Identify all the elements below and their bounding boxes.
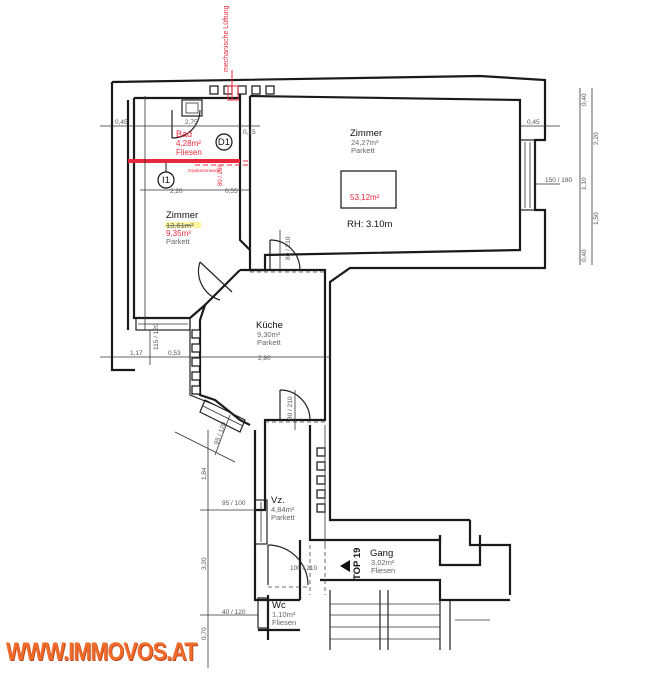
svg-text:0,40: 0,40 [581,93,588,106]
window-zimmer-main [519,139,536,211]
svg-text:0,45: 0,45 [115,119,128,126]
ventilation-annotation: mechanische Lüftung [223,5,239,101]
window-wc [257,597,269,629]
svg-text:Fliesen: Fliesen [272,618,296,627]
staircase [329,590,490,650]
marker-i1: I1 [157,163,175,189]
svg-text:1,84: 1,84 [201,467,208,480]
svg-text:Parkett: Parkett [257,338,282,347]
door-zimmer-main [269,239,301,271]
svg-text:4,84m²: 4,84m² [271,505,295,514]
partition-wall-label: Gipskartonwand [188,168,221,173]
svg-text:Bad: Bad [176,129,192,139]
svg-text:Parkett: Parkett [351,146,376,155]
svg-text:Fliesen: Fliesen [371,566,395,575]
svg-text:TOP 19: TOP 19 [352,548,363,580]
svg-text:1,10: 1,10 [581,177,588,190]
svg-text:Zimmer: Zimmer [350,128,382,139]
room-vorzimmer: Vz. 4,84m² Parkett [271,495,296,522]
window-kueche [199,399,246,433]
svg-text:Gang: Gang [370,548,393,559]
svg-text:Parkett: Parkett [271,513,296,522]
svg-text:24,27m²: 24,27m² [351,138,379,147]
svg-text:80 / 210: 80 / 210 [285,236,292,260]
svg-text:Fliesen: Fliesen [176,148,202,157]
svg-text:80 / 200: 80 / 200 [218,164,224,186]
door-entry [267,544,309,586]
svg-text:Parkett: Parkett [166,237,191,246]
svg-text:3,02m²: 3,02m² [371,558,395,567]
svg-text:13,61m²: 13,61m² [166,221,194,230]
unit-entrance-marker: TOP 19 [340,548,363,580]
room-zimmer-small: Zimmer 13,61m² 9,35m² Parkett [165,210,201,246]
svg-text:3,20: 3,20 [201,557,208,570]
room-height: RH: 3.10m [347,219,392,230]
svg-text:2,20: 2,20 [170,188,183,195]
door-zimmer-small [197,261,221,301]
svg-text:1,10m²: 1,10m² [272,610,296,619]
sink-icon [181,99,203,117]
svg-text:2,80: 2,80 [258,355,271,362]
room-wc: Wc 1,10m² Fliesen [272,600,296,627]
svg-text:53,12m²: 53,12m² [350,193,380,202]
room-gang: Gang 3,02m² Fliesen [370,548,395,575]
window-vorzimmer [254,499,268,545]
svg-text:80 / 210: 80 / 210 [287,396,294,420]
svg-text:2,75: 2,75 [185,119,198,126]
svg-text:Vz.: Vz. [271,495,285,506]
new-partition-wall: Gipskartonwand 80 / 200 [128,159,250,186]
svg-text:0,40: 0,40 [581,249,588,262]
svg-text:100 / 210: 100 / 210 [290,565,317,572]
svg-text:I1: I1 [162,175,170,186]
room-kueche: Küche 9,30m² Parkett [256,320,283,347]
svg-text:D1: D1 [218,137,230,148]
doors [171,109,326,595]
svg-text:4,28m²: 4,28m² [176,139,201,148]
svg-text:1,17: 1,17 [130,350,143,357]
svg-text:1,50: 1,50 [593,212,600,225]
svg-text:0,15: 0,15 [243,129,256,136]
exterior-walls [110,74,547,640]
entrance-arrow-icon [340,560,350,572]
svg-text:0,55: 0,55 [225,188,238,195]
svg-text:Wc: Wc [272,600,286,611]
room-bad: Bad 4,28m² Fliesen [176,129,202,157]
svg-text:150 / 180: 150 / 180 [545,177,572,184]
windows [135,139,536,629]
svg-text:2,20: 2,20 [593,132,600,145]
window-zimmer-small [135,317,191,331]
svg-text:Küche: Küche [256,320,283,331]
door-kueche [279,389,311,421]
svg-text:9,35m²: 9,35m² [166,229,191,238]
svg-text:40 / 120: 40 / 120 [222,609,246,616]
svg-text:0,70: 0,70 [201,627,208,640]
ventilation-label: mechanische Lüftung [223,5,230,72]
dimension-lines [100,88,593,668]
room-zimmer-main: Zimmer 24,27m² Parkett [350,128,382,155]
svg-text:Zimmer: Zimmer [166,210,198,221]
svg-text:9,30m²: 9,30m² [257,330,281,339]
total-area-box: 53,12m² [340,170,397,209]
svg-text:115 / 120: 115 / 120 [153,323,160,350]
marker-d1: D1 [215,133,233,151]
svg-text:0,45: 0,45 [527,119,540,126]
website-watermark: WWW.IMMOVOS.AT [6,638,197,666]
kitchen-walls [189,269,241,406]
svg-text:95 / 120: 95 / 120 [213,421,228,446]
svg-text:0,53: 0,53 [168,350,181,357]
door-bad [171,109,201,139]
svg-text:95 / 100: 95 / 100 [222,500,246,507]
